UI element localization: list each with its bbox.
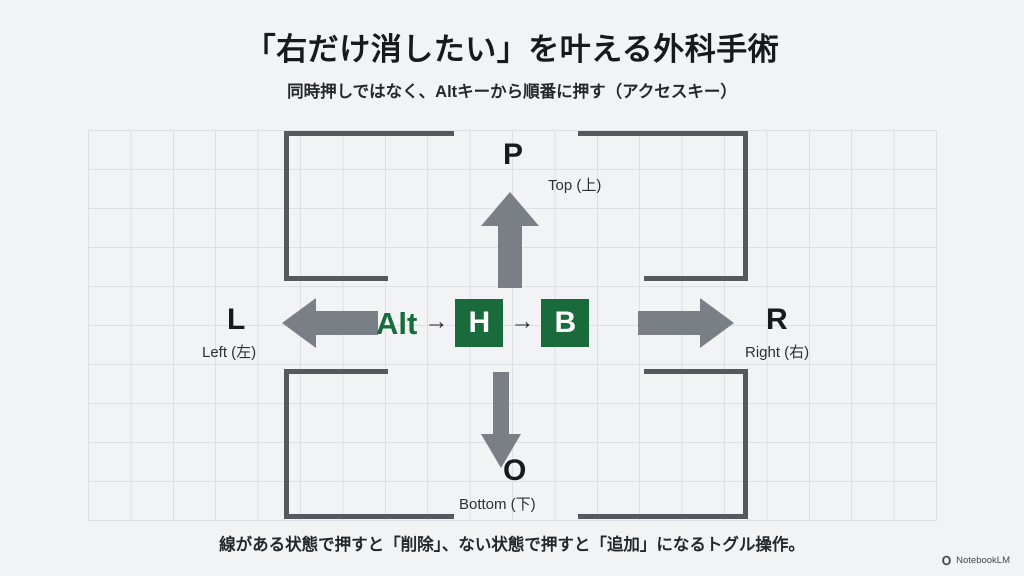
border-left-bottom-segment (284, 374, 289, 519)
direction-label-left: Left (左) (202, 344, 257, 361)
direction-key-left: L (227, 303, 246, 336)
arrow-up-icon (481, 192, 539, 288)
footer-note: 線がある状態で押すと「削除」、ない状態で押すと「追加」になるトグル操作。 (219, 536, 805, 554)
arrow-down-icon (481, 372, 521, 468)
key-box-h: H (455, 299, 504, 347)
direction-label-top: Top (上) (548, 177, 602, 194)
direction-label-bottom: Bottom (下) (459, 496, 536, 513)
border-bottom-left-segment (284, 514, 454, 519)
border-right-top-segment (743, 131, 748, 276)
alt-key-label: Alt (376, 305, 418, 341)
sequence-arrow-2-icon: → (510, 308, 535, 335)
border-inner-top-left (284, 276, 388, 281)
cell-border-diagram (284, 131, 748, 519)
border-inner-bottom-right (644, 369, 748, 374)
border-top-right-segment (578, 131, 748, 136)
watermark: NotebookLM (941, 555, 1010, 566)
sequence-arrow-1-icon: → (424, 308, 449, 335)
border-right-bottom-segment (743, 374, 748, 519)
border-top-left-segment (284, 131, 454, 136)
watermark-label: NotebookLM (956, 555, 1010, 566)
border-inner-top-right (644, 276, 748, 281)
page-title: 「右だけ消したい」を叶える外科手術 (244, 32, 780, 67)
arrow-left-icon (282, 298, 378, 348)
page-subtitle: 同時押しではなく、Altキーから順番に押す（アクセスキー） (287, 83, 737, 101)
notebooklm-logo-icon (942, 555, 951, 566)
arrow-right-icon (638, 298, 734, 348)
direction-key-right: R (766, 303, 788, 336)
key-sequence: Alt → H → B (376, 298, 590, 348)
border-left-top-segment (284, 131, 289, 276)
border-inner-bottom-left (284, 369, 388, 374)
direction-label-right: Right (右) (745, 344, 810, 361)
key-box-b: B (541, 299, 590, 347)
direction-key-bottom: O (503, 454, 527, 487)
direction-key-top: P (503, 138, 524, 171)
border-bottom-right-segment (578, 514, 748, 519)
